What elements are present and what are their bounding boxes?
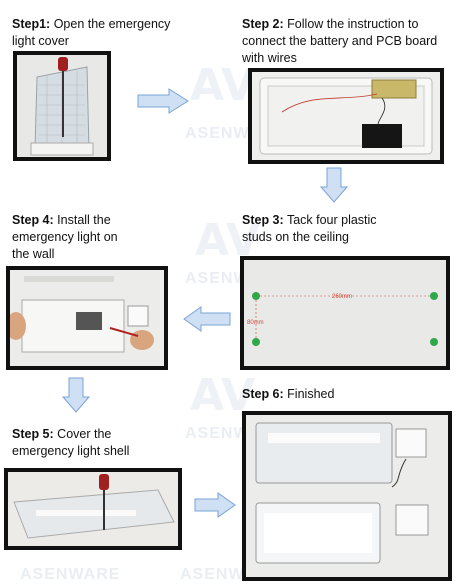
- step-1-photo: [13, 51, 111, 161]
- step-6-photo: [242, 411, 452, 581]
- stud-bottom-right: [430, 338, 438, 346]
- step-1-text: Open the emergency light cover: [12, 17, 171, 48]
- arrow-left-icon: [183, 306, 231, 332]
- step-3-number: Step 3:: [242, 213, 284, 227]
- stud-top-left: [252, 292, 260, 300]
- step-6-text: Finished: [287, 387, 335, 401]
- dimension-vertical-label: 80mm: [247, 320, 264, 326]
- step-5-photo: [4, 468, 182, 550]
- step-4-number: Step 4:: [12, 213, 54, 227]
- watermark-logo: AV: [190, 60, 256, 111]
- step-2-text: Follow the instruction to connect the ba…: [242, 17, 438, 65]
- step-3-text: Tack four plastic studs on the ceiling: [242, 213, 377, 244]
- arrow-right-icon: [194, 492, 236, 518]
- step-4-photo: [6, 266, 168, 370]
- stud-bottom-left: [252, 338, 260, 346]
- arrow-right-icon: [137, 88, 189, 114]
- step-5-caption: Step 5: Cover the emergency light shell: [12, 426, 162, 460]
- step-4-caption: Step 4: Install the emergency light on t…: [12, 212, 137, 263]
- step-2-caption: Step 2: Follow the instruction to connec…: [242, 16, 442, 67]
- step-2-number: Step 2:: [242, 17, 284, 31]
- step-5-number: Step 5:: [12, 427, 54, 441]
- step-6-caption: Step 6: Finished: [242, 386, 362, 403]
- step-1-number: Step1:: [12, 17, 51, 31]
- stud-top-right: [430, 292, 438, 300]
- step-3-caption: Step 3: Tack four plastic studs on the c…: [242, 212, 382, 246]
- arrow-down-icon: [62, 377, 90, 413]
- step-6-number: Step 6:: [242, 387, 284, 401]
- arrow-down-icon: [320, 167, 348, 203]
- step-4-text: Install the emergency light on the wall: [12, 213, 118, 261]
- step-3-photo: [240, 256, 450, 370]
- step-1-caption: Step1: Open the emergency light cover: [12, 16, 182, 50]
- step-2-photo: [248, 68, 444, 164]
- step-5-text: Cover the emergency light shell: [12, 427, 130, 458]
- dimension-horizontal-label: 260mm: [332, 294, 353, 300]
- watermark-text: ASENWARE: [20, 566, 121, 583]
